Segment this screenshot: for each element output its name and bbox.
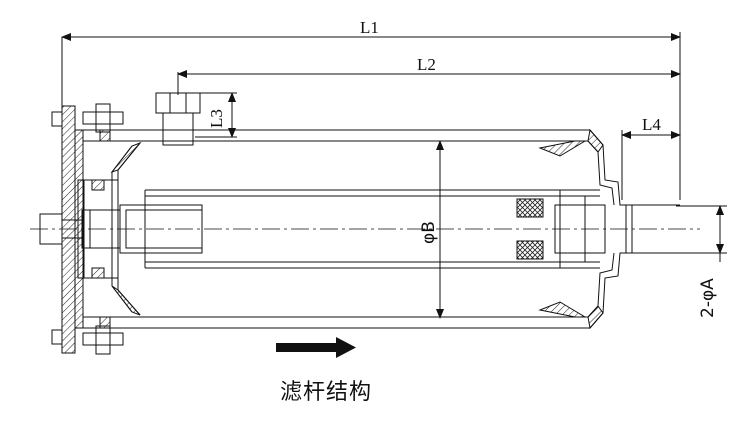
outlet-nozzle xyxy=(155,92,201,146)
label-phi-a: 2-φA xyxy=(698,278,718,318)
label-l4: L4 xyxy=(642,115,661,134)
label-phi-b: φB xyxy=(419,221,439,244)
dimension-l4 xyxy=(621,130,681,200)
label-l2: L2 xyxy=(417,55,436,74)
label-l1: L1 xyxy=(360,18,379,37)
dimension-phi-a xyxy=(676,205,727,262)
arrow-right-icon xyxy=(276,337,356,358)
filter-element xyxy=(145,189,606,269)
label-l3: L3 xyxy=(207,109,226,128)
dimension-l1 xyxy=(61,32,681,200)
shell xyxy=(83,129,580,329)
dimension-l2 xyxy=(177,70,681,95)
left-flange xyxy=(51,103,124,355)
caption: 滤杆结构 xyxy=(280,380,373,405)
